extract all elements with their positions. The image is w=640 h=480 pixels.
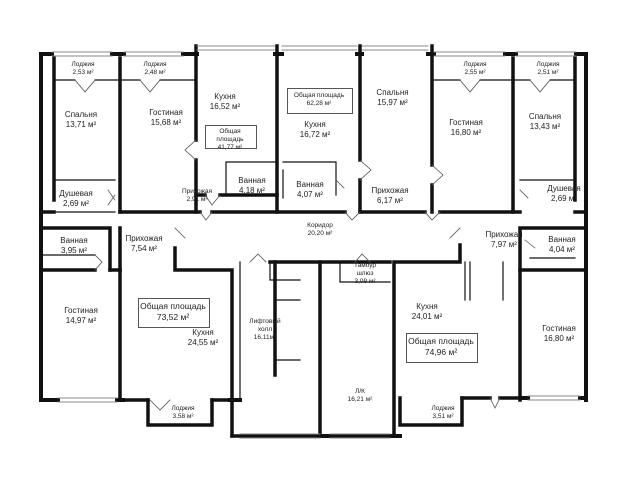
living-label-right: Гостиная 16,80 м² — [542, 324, 576, 343]
hall-label-1: Прихожая 2,91 м² — [181, 188, 213, 203]
shower-label-1: Душевая 2,69 м² — [59, 189, 93, 208]
tambour-label: Тамбур шлюз 3,09 м² — [353, 262, 377, 285]
bedroom-label-right: Спальня 13,43 м² — [528, 112, 562, 131]
kitchen-label-2: Кухня 16,72 м² — [299, 120, 331, 139]
stair-label: Л/К 16,21 м² — [347, 388, 373, 403]
total-area-label-right: Общая площадь 74,96 м² — [408, 336, 474, 357]
loggia-label-right: Лоджия 3,51 м² — [431, 405, 455, 420]
loggia-label-1: Лоджия 2,53 м² — [71, 61, 95, 76]
shower-label-2: Душевая 2,69 м² — [547, 184, 581, 203]
hall-label-right: Прихожая 7,97 м² — [485, 230, 523, 249]
loggia-label-3: Лоджия 2,55 м² — [463, 61, 487, 76]
kitchen-label-1: Кухня 16,52 м² — [209, 92, 241, 111]
total-area-box-right — [406, 333, 478, 363]
total-area-box-2 — [287, 88, 353, 114]
corridor-label: Коридор 20,20 м² — [307, 222, 333, 237]
loggia-label-left: Лоджия 3,58 м² — [171, 405, 195, 420]
bath-label-2: Ванная 4,07 м² — [296, 180, 324, 199]
kitchen-label-left: Кухня 24,55 м² — [187, 328, 219, 347]
partitions — [40, 79, 576, 401]
bath-label-left: Ванная 3,95 м² — [60, 236, 88, 255]
loggia-label-2: Лоджия 2,48 м² — [143, 61, 167, 76]
kitchen-label-right: Кухня 24,01 м² — [411, 302, 443, 321]
living-label-1: Гостиная 15,68 м² — [149, 108, 183, 127]
total-area-label-left: Общая площадь 73,52 м² — [140, 301, 206, 322]
bath-label-1: Ванная 4,18 м² — [238, 176, 266, 195]
windows — [51, 45, 581, 439]
inner-walls — [39, 44, 588, 438]
loggia-label-4: Лоджия 2,51 м² — [536, 61, 560, 76]
bath-label-right: Ванная 4,04 м² — [548, 235, 576, 254]
lift-hall-label: Лифтовый холл 16,11м² — [249, 318, 281, 341]
total-area-box-1 — [205, 125, 257, 149]
total-area-label-1: Общая площадь 41,77 м² — [216, 128, 244, 151]
total-area-label-2: Общая площадь 62,28 м² — [293, 92, 345, 107]
total-area-box-left — [138, 298, 210, 328]
hall-label-left: Прихожая 7,54 м² — [125, 234, 163, 253]
living-label-2: Гостиная 16,80 м² — [449, 118, 483, 137]
living-label-left: Гостиная 14,97 м² — [64, 306, 98, 325]
bedroom-label-top-mid: Спальня 15,97 м² — [376, 88, 409, 107]
door-swings — [74, 79, 551, 411]
bedroom-label-left: Спальня 13,71 м² — [64, 110, 98, 129]
hall-label-2: Прихожая 6,17 м² — [371, 186, 409, 205]
